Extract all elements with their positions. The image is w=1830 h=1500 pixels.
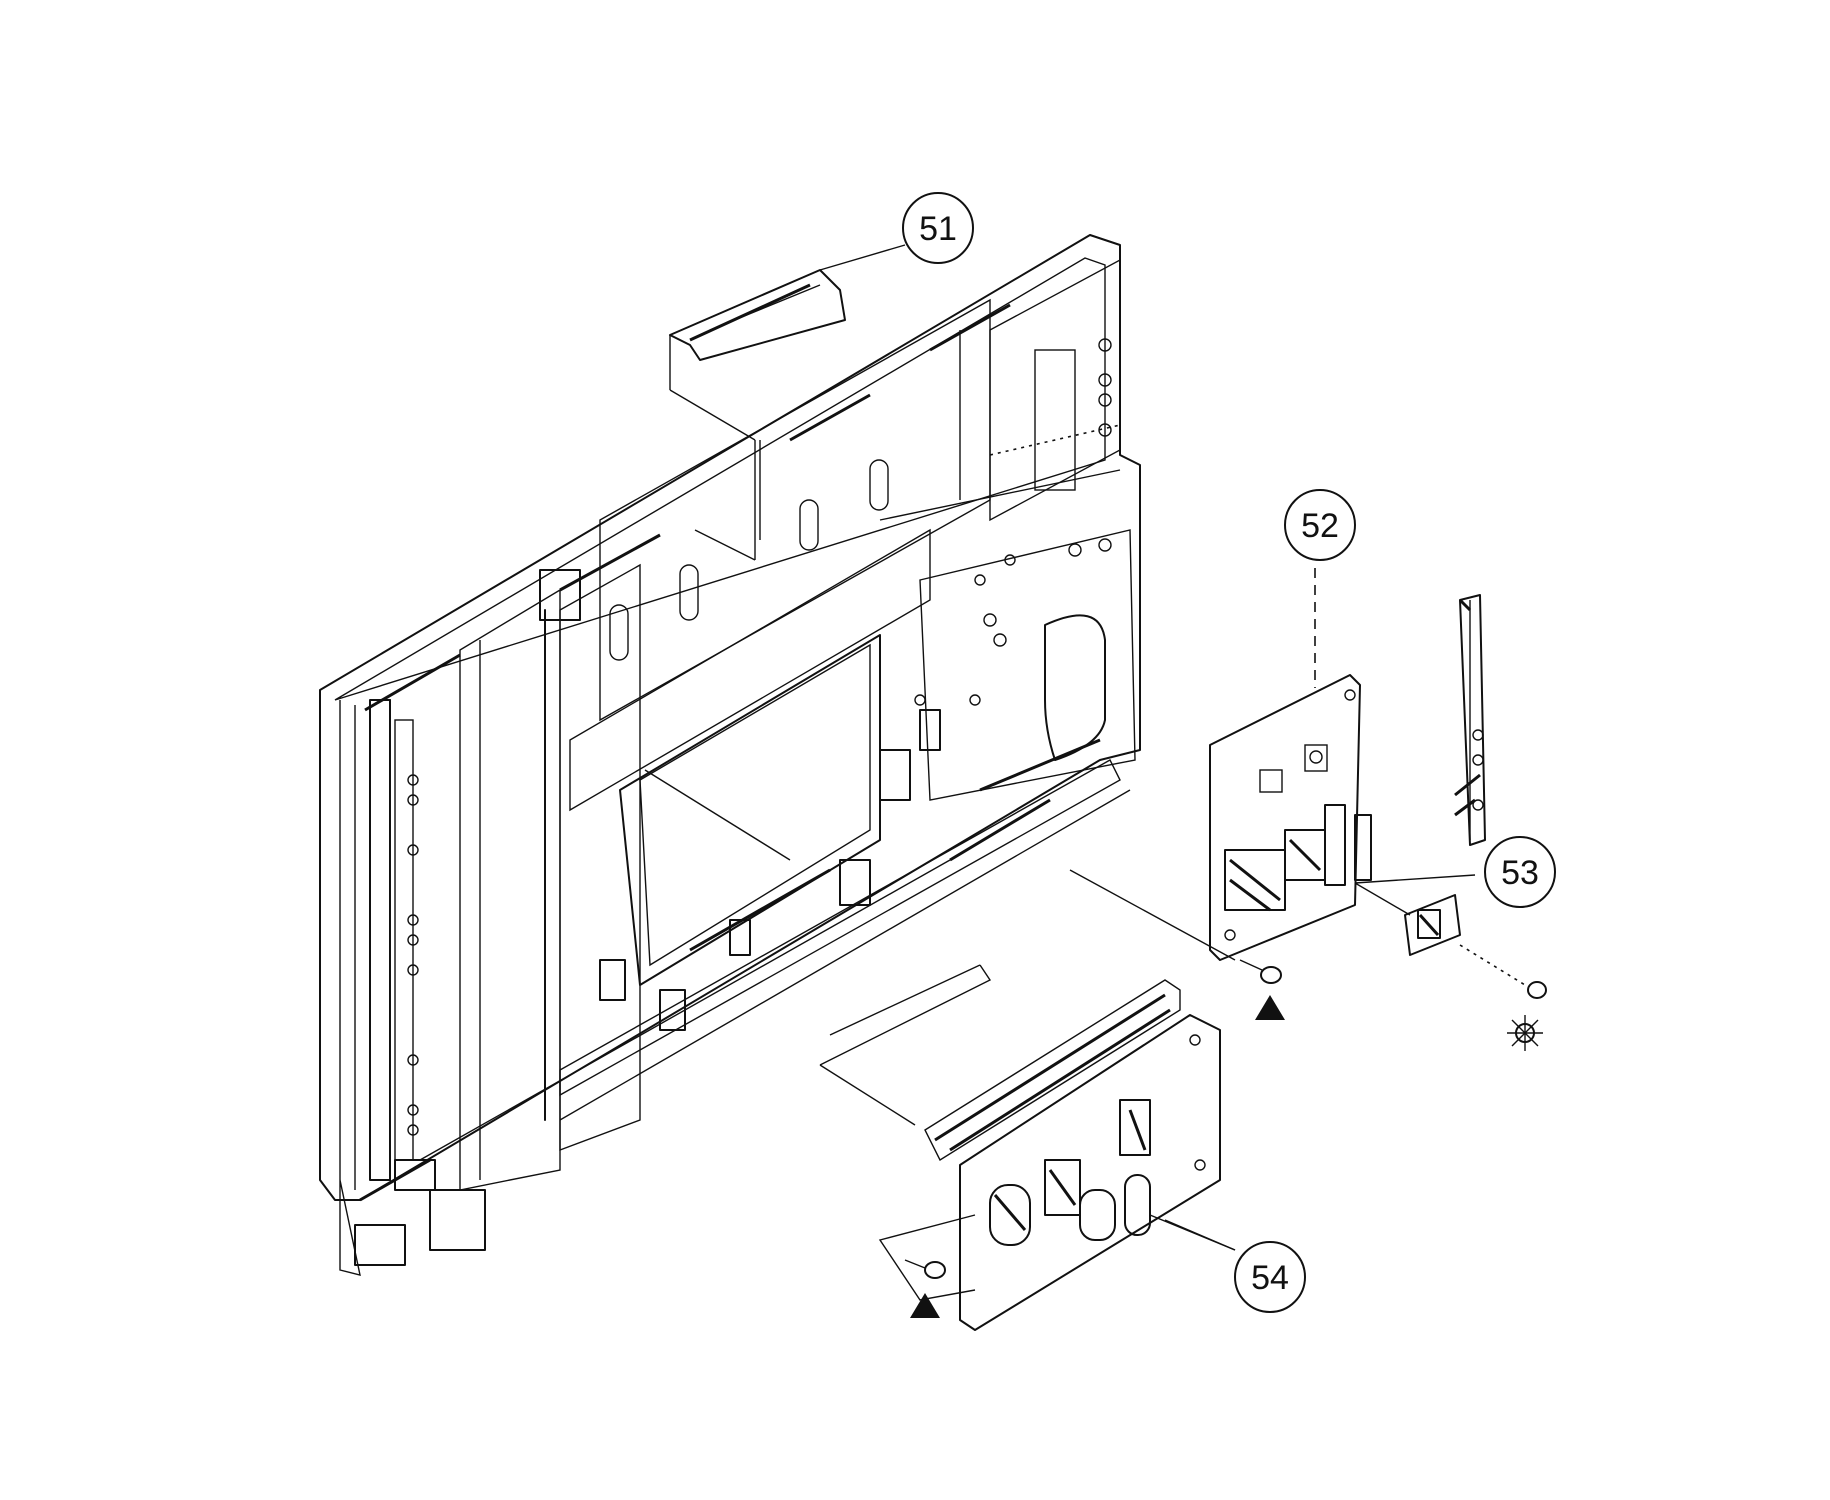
left-rail-holes xyxy=(407,774,419,1136)
callout-label-54: 54 xyxy=(1251,1259,1289,1297)
callout-54: 54 xyxy=(1164,1219,1306,1313)
part-52-circuit-board xyxy=(1209,568,1486,961)
callout-51: 51 xyxy=(902,192,974,264)
callout-53: 53 xyxy=(1354,836,1556,908)
callout-52: 52 xyxy=(1284,489,1356,561)
component-details xyxy=(364,303,1101,1031)
screw-icon xyxy=(1459,944,1547,999)
screw-markers xyxy=(904,944,1547,1318)
triangle-marker-icon xyxy=(1255,995,1285,1020)
main-chassis xyxy=(319,234,1141,1276)
callout-label-51: 51 xyxy=(919,210,957,248)
part-54-power-board xyxy=(924,979,1221,1331)
screw-icon xyxy=(904,1259,946,1279)
power-board-components xyxy=(989,1034,1206,1246)
sun-marker-icon xyxy=(1507,1015,1543,1051)
callout-label-52: 52 xyxy=(1301,507,1339,545)
callout-label-53: 53 xyxy=(1501,854,1539,892)
board-components xyxy=(1224,804,1372,912)
connection-lines xyxy=(644,769,1236,1301)
part-53-small-board xyxy=(1354,882,1461,956)
part-51-bracket xyxy=(669,244,906,561)
triangle-marker-icon xyxy=(910,1293,940,1318)
screw-icon xyxy=(1239,959,1282,984)
bottom-connector-cluster xyxy=(339,1158,486,1276)
